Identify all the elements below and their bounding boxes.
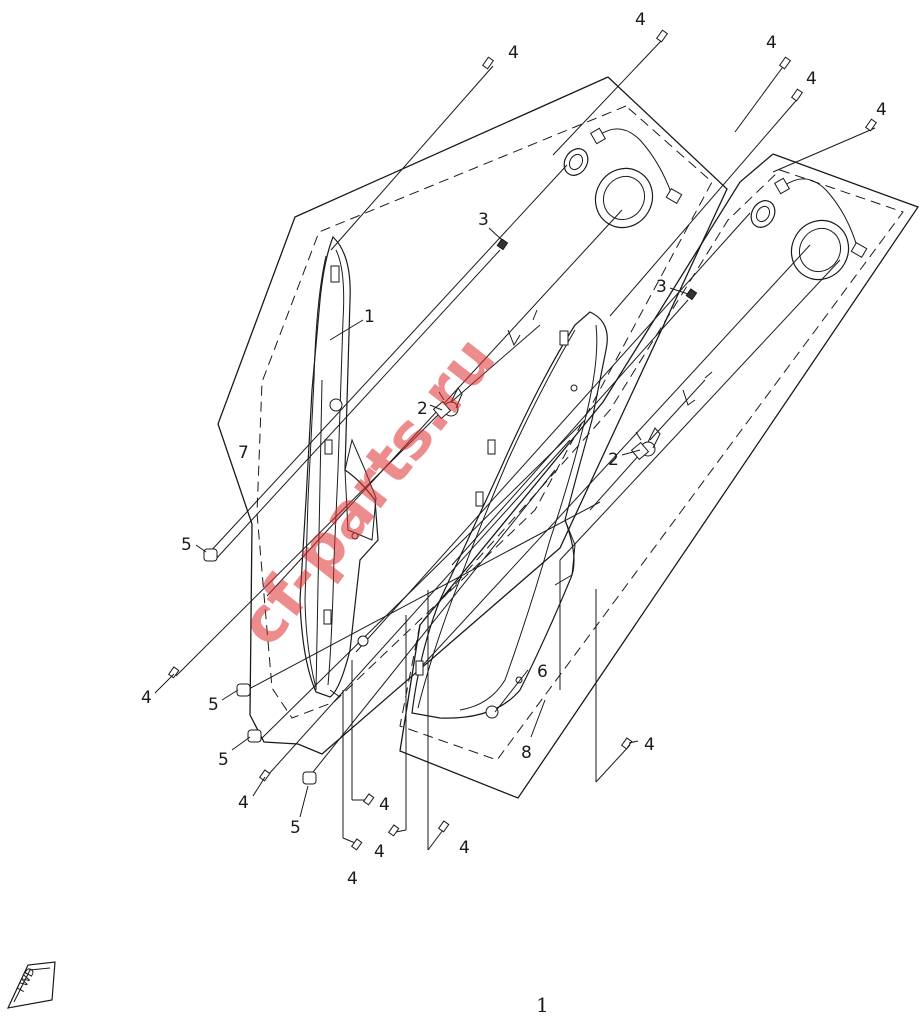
dust-cover-right [750,177,868,281]
assembly-lines [175,39,876,851]
callout-4: 4 [141,688,152,708]
left-group-frame [217,76,728,755]
callout-4: 4 [766,33,777,53]
callout-4: 4 [459,838,470,858]
right-group-frame [399,153,920,799]
callout-7: 7 [238,443,249,463]
callout-4: 4 [347,869,358,889]
callout-6: 6 [537,662,548,682]
callout-4: 4 [806,69,817,89]
callout-4: 4 [508,43,519,63]
direction-badge-label: FWD [14,966,38,995]
callout-4: 4 [238,793,249,813]
callout-labels: 4 4 4 4 4 3 3 1 7 2 2 5 4 5 5 4 5 4 4 4 … [141,10,887,889]
callout-4: 4 [635,10,646,30]
dust-cover-left [563,127,683,229]
left-group-dashed-frame [256,105,713,719]
callout-4: 4 [379,795,390,815]
callout-3: 3 [656,277,667,297]
callout-5: 5 [290,818,301,838]
bulb-right [630,427,661,461]
wire-clip-left [507,309,538,347]
watermark: cf-parts.ru [224,323,509,659]
callout-2: 2 [608,450,619,470]
callout-3: 3 [478,210,489,230]
headlight-housing-left [299,235,379,698]
callout-2: 2 [417,399,428,419]
callout-5: 5 [218,750,229,770]
callout-8: 8 [521,743,532,763]
callout-4: 4 [374,842,385,862]
fasteners [167,29,878,851]
callout-5: 5 [208,695,219,715]
wire-clip-right [682,371,713,406]
right-group-dashed-frame [399,169,904,761]
direction-badge: FWD [6,961,56,1009]
callout-4: 4 [876,100,887,120]
callout-4: 4 [644,735,655,755]
callout-5: 5 [181,535,192,555]
page-number: 1 [536,993,549,1017]
callout-1: 1 [364,307,375,327]
callout-leaders [154,227,689,818]
